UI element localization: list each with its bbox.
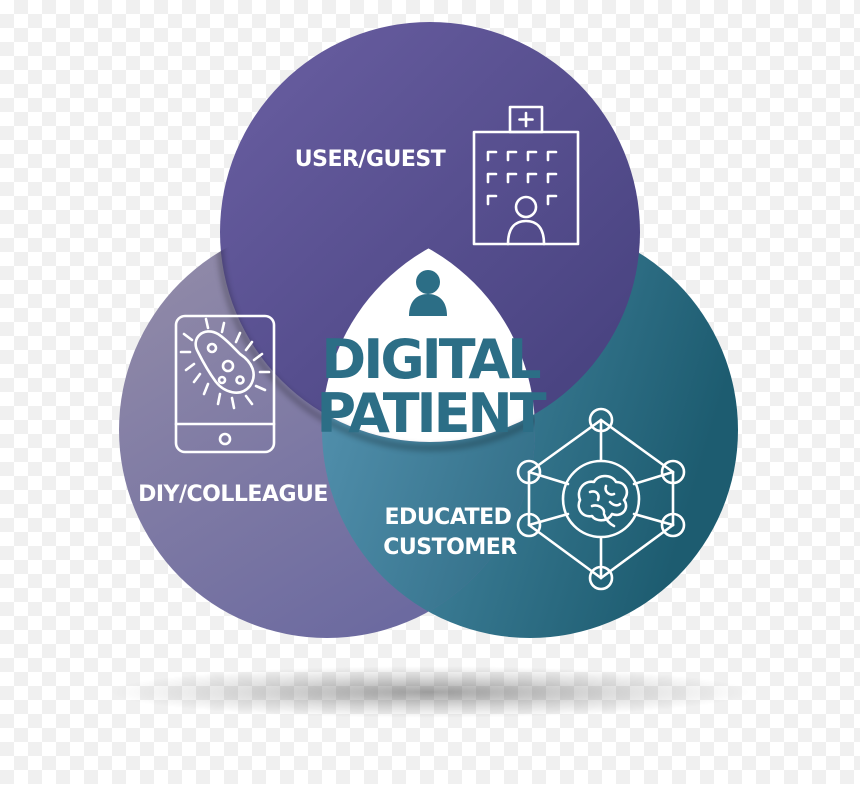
brain-network-icon [516,407,686,591]
tablet-bacteria-icon [174,314,276,454]
hospital-patient-icon [472,105,580,246]
person-icon [409,270,447,316]
center-title-line1: DIGITAL [321,328,540,391]
label-educated-customer-line2: CUSTOMER [383,535,517,560]
circle-user-guest [220,22,640,442]
label-educated-customer-line1: EDUCATED [385,505,512,530]
ground-shadow [110,666,750,718]
label-diy-colleague: DIY/COLLEAGUE [138,482,328,507]
center-title-line2: PATIENT [316,382,546,445]
label-user-guest: USER/GUEST [295,147,446,172]
